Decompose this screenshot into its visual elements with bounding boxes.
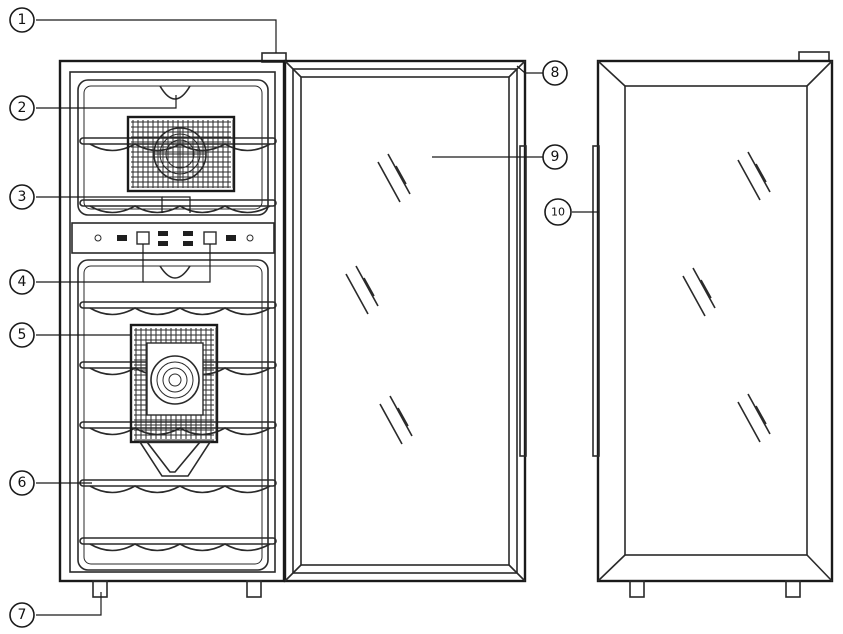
- callout-5-label: 5: [18, 327, 27, 343]
- upper-fan-unit: [126, 115, 236, 193]
- front-foot-left: [92, 580, 108, 598]
- callout-10: 10: [544, 198, 572, 226]
- callout-4: 4: [9, 269, 35, 295]
- front-foot-right: [246, 580, 262, 598]
- closed-top-hinge: [798, 51, 830, 62]
- callout-7: 7: [9, 602, 35, 628]
- callout-4-label: 4: [18, 274, 27, 290]
- lower-fan-unit: [129, 323, 219, 477]
- wine-rack: [79, 421, 277, 436]
- closed-foot-right: [785, 580, 801, 598]
- leader-lines: [36, 19, 599, 616]
- wine-rack: [79, 199, 277, 214]
- control-button-left: [136, 231, 150, 245]
- interior-light: [159, 85, 191, 100]
- callout-7-label: 7: [18, 607, 27, 623]
- closed-foot-left: [629, 580, 645, 598]
- callout-6-label: 6: [18, 475, 27, 491]
- lower-racks: [79, 301, 277, 552]
- lower-compartment: [77, 259, 269, 571]
- callout-8-label: 8: [551, 65, 560, 81]
- callout-6: 6: [9, 470, 35, 496]
- callout-2-label: 2: [18, 100, 27, 116]
- closed-door-view: [592, 51, 834, 598]
- glass-glare: [345, 153, 413, 445]
- door-handle-strip: [519, 145, 527, 457]
- callout-10-label: 10: [551, 206, 565, 219]
- wine-rack: [79, 537, 277, 552]
- drain-funnel: [138, 441, 212, 477]
- closed-glass-glare: [682, 151, 771, 443]
- open-door: [283, 59, 527, 583]
- control-panel: [71, 222, 275, 254]
- lower-interior-light: [159, 265, 191, 279]
- wine-rack: [79, 301, 277, 316]
- callout-5: 5: [9, 322, 35, 348]
- callout-3: 3: [9, 184, 35, 210]
- callout-9: 9: [542, 144, 568, 170]
- callout-1-label: 1: [18, 12, 27, 28]
- callout-9-label: 9: [551, 149, 560, 165]
- closed-door-handle: [592, 145, 600, 457]
- callout-3-label: 3: [18, 189, 27, 205]
- control-button-right: [203, 231, 217, 245]
- callout-2: 2: [9, 95, 35, 121]
- callout-1: 1: [9, 7, 35, 33]
- wine-rack: [79, 479, 277, 494]
- cabinet-feet: [92, 580, 262, 598]
- callout-8: 8: [542, 60, 568, 86]
